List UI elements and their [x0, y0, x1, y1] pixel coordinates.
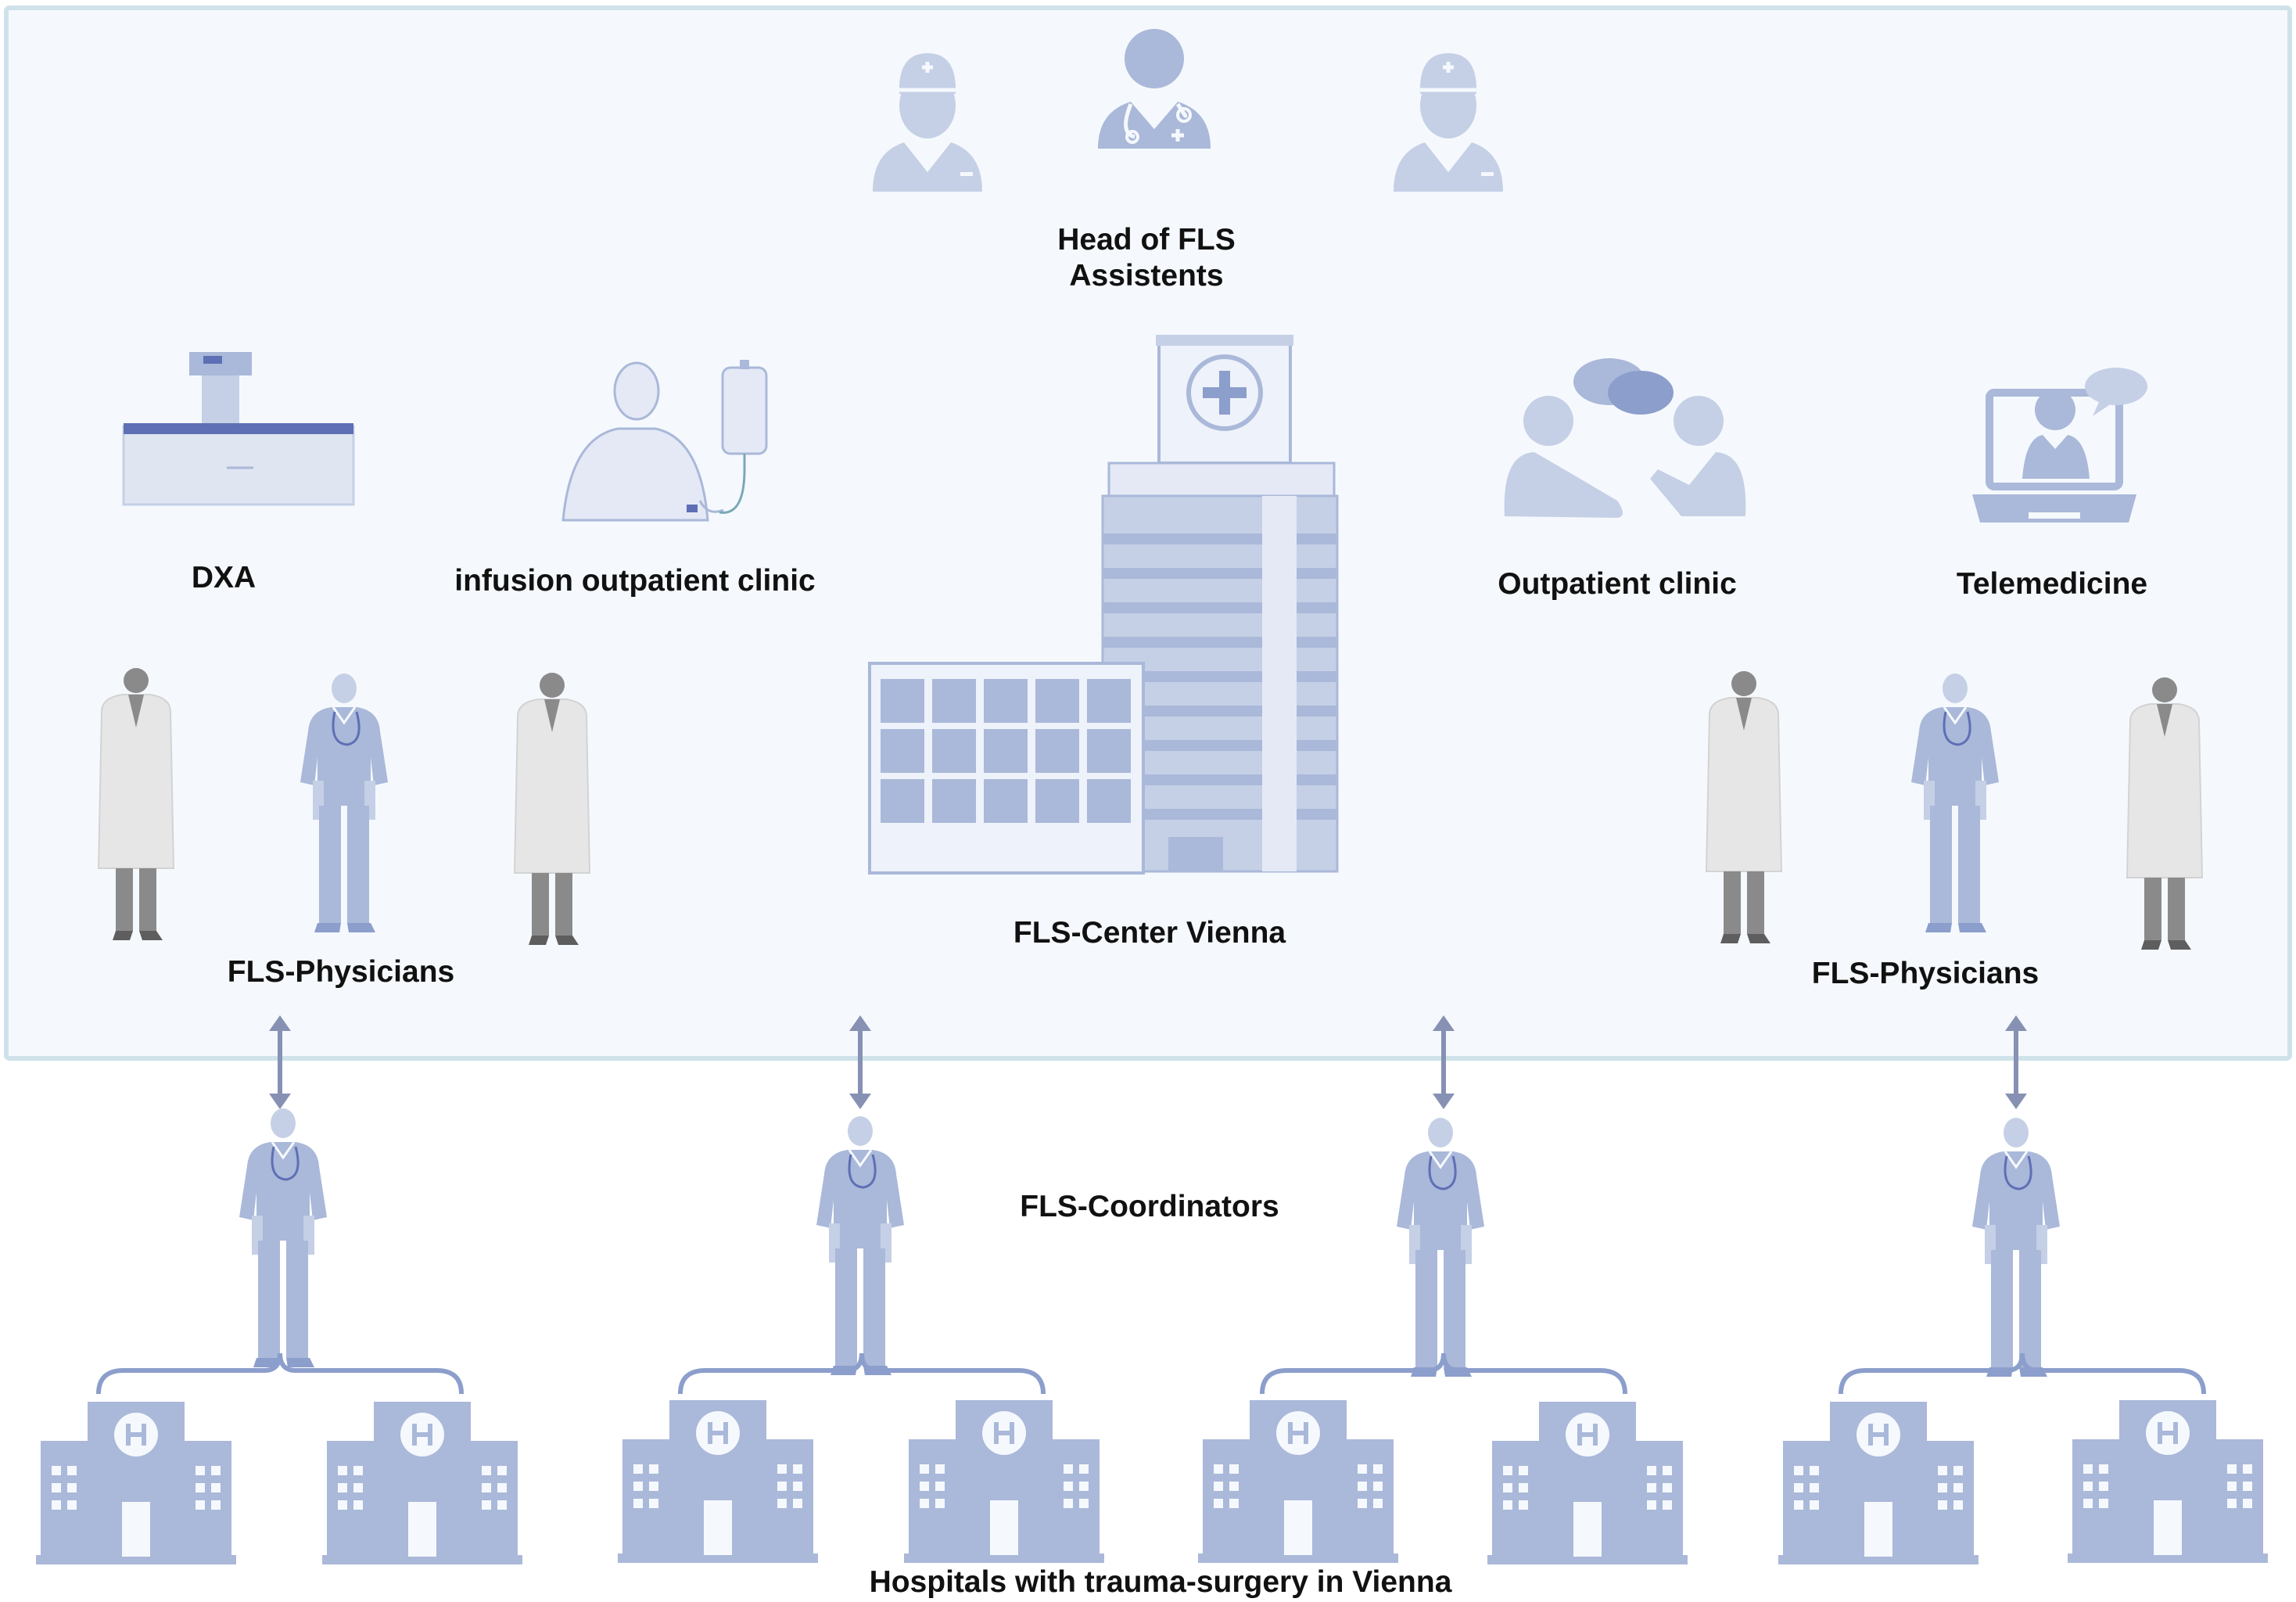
infusion-patient-icon: [561, 360, 768, 522]
dxa-label: DXA: [191, 561, 257, 594]
infusion-clinic-label: infusion outpatient clinic: [454, 564, 816, 598]
coordinator-icon: [238, 1107, 328, 1369]
coordinator-icon: [815, 1115, 906, 1377]
outpatient-clinic-label: Outpatient clinic: [1498, 567, 1737, 601]
fls-center-label: FLS-Center Vienna: [1013, 916, 1286, 950]
head-of-fls-line1: Head of FLS: [1057, 223, 1236, 257]
double-arrow-icon: [269, 1015, 291, 1109]
hospital-icon: [1198, 1400, 1398, 1563]
hospital-icon: [322, 1402, 522, 1564]
telemedicine-label: Telemedicine: [1956, 567, 2148, 601]
consultation-icon: [1504, 358, 1746, 518]
coordinators-label: FLS-Coordinators: [1020, 1190, 1279, 1223]
hospital-icon: [904, 1400, 1104, 1563]
coordinator-icon: [1395, 1116, 1486, 1378]
telemedicine-laptop-icon: [1972, 368, 2147, 523]
dxa-scanner-icon: [122, 352, 355, 506]
fls-center-building-icon: [868, 335, 1339, 875]
double-arrow-icon: [849, 1015, 871, 1109]
physicians-left-label: FLS-Physicians: [227, 955, 455, 989]
coordinator-icon: [1971, 1116, 2061, 1378]
hospital-icon: [1487, 1402, 1688, 1564]
hospital-icon: [618, 1400, 818, 1563]
head-of-fls-label: Head of FLS Assistents: [1057, 222, 1236, 294]
head-of-fls-line2: Assistents: [1069, 259, 1224, 293]
hospital-icon: [36, 1402, 236, 1564]
brace-icon: [1262, 1353, 1625, 1394]
hospital-icon: [1778, 1402, 1979, 1564]
brace-icon: [680, 1353, 1043, 1394]
double-arrow-icon: [1433, 1015, 1455, 1109]
brace-icon: [99, 1353, 461, 1394]
double-arrow-icon: [2005, 1015, 2027, 1109]
hospital-icon: [2068, 1400, 2268, 1563]
physicians-right-label: FLS-Physicians: [1811, 957, 2039, 990]
hospitals-label: Hospitals with trauma-surgery in Vienna: [869, 1565, 1452, 1599]
